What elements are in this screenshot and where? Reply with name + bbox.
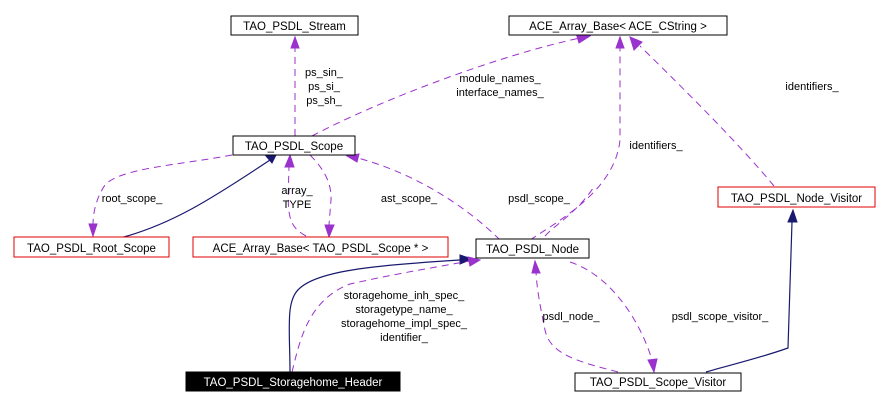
edge-label: root_scope_ xyxy=(102,193,163,205)
node-tao-psdl-node[interactable]: TAO_PSDL_Node xyxy=(475,238,590,259)
arrowhead-icon xyxy=(615,35,625,49)
edge-label: ast_scope_ xyxy=(381,193,438,205)
arrowhead-icon xyxy=(467,256,482,267)
node-label: ACE_Array_Base< ACE_CString > xyxy=(529,21,707,33)
node-label: TAO_PSDL_Storagehome_Header xyxy=(204,377,383,389)
node-tao-psdl-scope-visitor[interactable]: TAO_PSDL_Scope_Visitor xyxy=(574,372,742,392)
arrowhead-icon xyxy=(324,224,335,239)
arrowhead-icon xyxy=(531,259,541,274)
edge-scopevisitor-inherits-nodevisitor xyxy=(705,208,798,373)
edge-label: storagehome_inh_spec_ xyxy=(344,290,465,302)
edge-scopevisitor-to-psdlnode xyxy=(531,259,619,373)
edge-acescope-to-scope xyxy=(284,153,307,237)
node-label: TAO_PSDL_Root_Scope xyxy=(27,243,156,255)
arrowhead-icon xyxy=(284,153,295,168)
node-tao-psdl-scope[interactable]: TAO_PSDL_Scope xyxy=(232,135,356,156)
edge-label: module_names_ xyxy=(459,73,541,85)
arrowhead-icon xyxy=(647,358,658,374)
edge-psdlnode-to-scopevisitor xyxy=(569,261,658,374)
node-label: TAO_PSDL_Node xyxy=(486,244,579,256)
edge-acestring-to-psdlnode xyxy=(529,35,625,241)
edge-label: ps_sh_ xyxy=(306,95,342,107)
edge-label: storagetype_name_ xyxy=(355,304,453,316)
edge-label: psdl_scope_ xyxy=(508,193,571,205)
node-tao-psdl-root-scope[interactable]: TAO_PSDL_Root_Scope xyxy=(13,236,170,258)
arrowhead-icon xyxy=(88,223,98,238)
edge-label: psdl_scope_visitor_ xyxy=(672,311,769,323)
arrowhead-icon xyxy=(787,208,798,223)
node-ace-array-base-scope-ptr[interactable]: ACE_Array_Base< TAO_PSDL_Scope * > xyxy=(192,236,449,258)
edge-stream-to-scope xyxy=(290,35,300,136)
node-ace-array-base-cstring[interactable]: ACE_Array_Base< ACE_CString > xyxy=(508,15,728,36)
node-tao-psdl-stream[interactable]: TAO_PSDL_Stream xyxy=(230,15,359,36)
node-label: ACE_Array_Base< TAO_PSDL_Scope * > xyxy=(213,243,429,255)
edge-scope-to-rootscope xyxy=(88,154,233,238)
edge-label: interface_names_ xyxy=(456,87,544,99)
node-label: TAO_PSDL_Node_Visitor xyxy=(731,193,862,205)
edge-scope-to-acescope xyxy=(309,154,335,239)
edge-label: identifiers_ xyxy=(629,140,683,152)
node-tao-psdl-node-visitor[interactable]: TAO_PSDL_Node_Visitor xyxy=(717,186,876,208)
arrowhead-icon xyxy=(290,35,300,49)
edge-storagehome-to-psdlnode xyxy=(291,256,482,373)
edge-psdlscope xyxy=(544,184,596,237)
edge-label: ps_si_ xyxy=(308,81,341,93)
edge-label: ps_sin_ xyxy=(305,67,344,79)
node-label: TAO_PSDL_Stream xyxy=(243,21,346,33)
node-label: TAO_PSDL_Scope_Visitor xyxy=(590,377,727,389)
edge-acestring-to-nodevisitor xyxy=(629,36,775,187)
arrowhead-icon xyxy=(629,36,643,51)
edge-label: array_ xyxy=(281,185,313,197)
edge-label: psdl_node_ xyxy=(543,311,601,323)
node-tao-psdl-storagehome-header[interactable]: TAO_PSDL_Storagehome_Header xyxy=(185,371,401,392)
node-label: TAO_PSDL_Scope xyxy=(245,141,343,153)
edge-label: identifier_ xyxy=(380,332,429,344)
edge-label: TYPE xyxy=(283,199,312,211)
edge-label: storagehome_impl_spec_ xyxy=(341,318,468,330)
edge-label: identifiers_ xyxy=(785,81,839,93)
edge-acestring-to-scope xyxy=(311,32,592,137)
